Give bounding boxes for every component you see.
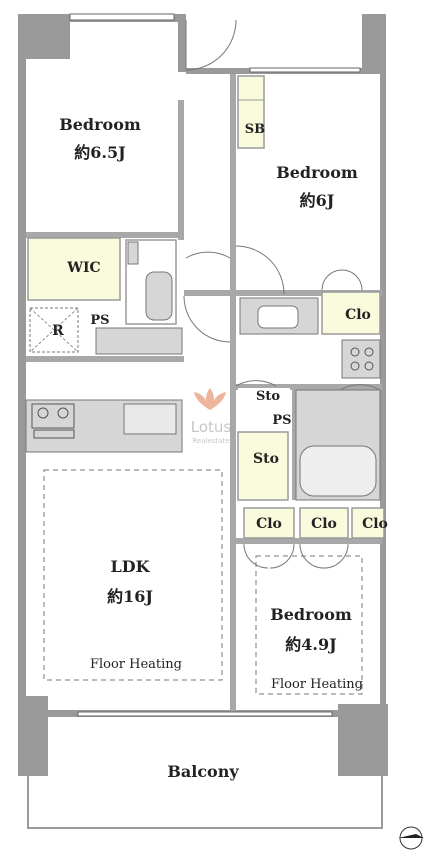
bedroom-floor-heating-zone (255, 555, 363, 695)
lotus-logo: Lotus Realestate (191, 388, 232, 445)
ldk-floor-heating-zone (43, 469, 223, 681)
watermark-brand: Lotus (191, 418, 232, 436)
ldk-size: 約16J (107, 587, 153, 606)
closet-row: Clo Clo Clo (243, 507, 388, 539)
shoe-box: SB (237, 75, 265, 149)
bedroom-ne-name: Bedroom (276, 163, 358, 182)
washroom (239, 297, 381, 379)
sto-small-label: Sto (256, 389, 280, 404)
bathroom (295, 389, 381, 501)
clo-upper-label: Clo (345, 307, 371, 323)
clo-2-label: Clo (311, 516, 337, 532)
bedroom-nw-name: Bedroom (59, 115, 141, 134)
storage-small: Sto PS (238, 388, 292, 428)
interior-walls (26, 74, 382, 712)
stove-icon (31, 403, 75, 439)
clo-1-label: Clo (256, 516, 282, 532)
doors (183, 19, 381, 569)
toilet (125, 239, 177, 325)
balcony-name: Balcony (167, 762, 239, 781)
walk-in-closet: WIC (27, 237, 121, 301)
ps-mid-label: PS (272, 413, 291, 428)
bedroom-se-name: Bedroom (270, 605, 352, 624)
storage-large: Sto (237, 431, 289, 501)
bedroom-se-note: Floor Heating (271, 677, 363, 692)
bedroom-ne-size: 約6J (300, 191, 335, 210)
bedroom-nw-size: 約6.5J (74, 143, 125, 162)
bedroom-se-size: 約4.9J (285, 635, 336, 654)
ps-left-label: PS (90, 313, 109, 328)
ldk-note: Floor Heating (90, 657, 182, 672)
clo-3-label: Clo (362, 516, 388, 532)
closet-upper: Clo (321, 291, 381, 335)
sto-large-label: Sto (253, 451, 279, 467)
windows (69, 13, 361, 717)
kitchen (25, 327, 183, 453)
r-label: R (52, 323, 64, 339)
ldk-name: LDK (110, 557, 150, 576)
wic-label: WIC (66, 260, 100, 276)
washer-icon (341, 339, 381, 379)
north-arrow-icon (398, 826, 424, 850)
watermark-sub: Realestate (192, 437, 229, 445)
refrigerator-space: R (29, 307, 79, 353)
sb-label: SB (245, 122, 265, 137)
hallway (184, 74, 230, 290)
